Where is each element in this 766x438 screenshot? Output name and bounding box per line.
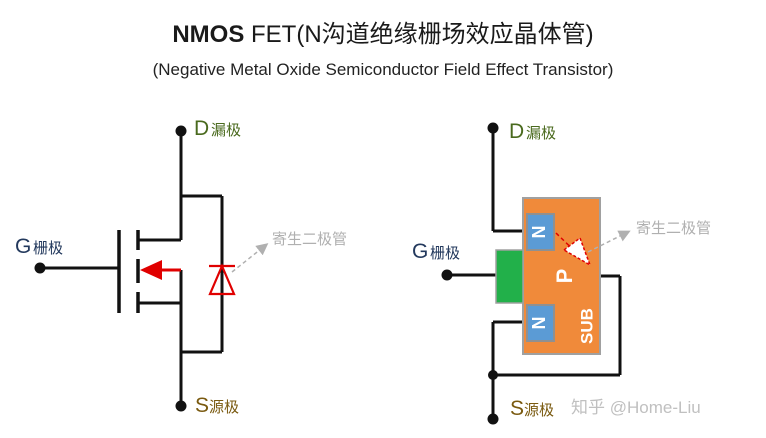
gate-oxide-region xyxy=(495,249,524,304)
diode-note-arrow xyxy=(231,243,269,273)
p-region-label: P xyxy=(552,269,577,284)
gate-terminal-dot xyxy=(34,262,46,274)
diode-note-label: 寄生二极管 xyxy=(636,219,711,237)
gate-label-cn: 栅极 xyxy=(33,240,63,257)
drain-label-letter: D xyxy=(194,117,209,140)
n-region-bottom xyxy=(526,304,555,342)
title-rest: FET(N沟道绝缘栅场效应晶体管) xyxy=(244,21,594,48)
sub-label: SUB xyxy=(577,308,596,344)
source-label-letter: S xyxy=(510,397,524,420)
gate-label-letter: G xyxy=(15,235,31,258)
nmos-structure: N N P SUB D 漏极 G 栅极 S 源极 寄生二极管 xyxy=(412,120,711,425)
n-bottom-label: N xyxy=(529,317,549,330)
diagram-subtitle: (Negative Metal Oxide Semiconductor Fiel… xyxy=(152,60,614,79)
diagram-title: NMOS FET(N沟道绝缘栅场效应晶体管) xyxy=(0,14,766,49)
diode-dash-head xyxy=(562,236,592,267)
drain-label-cn: 漏极 xyxy=(526,125,556,142)
n-region-top xyxy=(526,213,555,251)
source-label-cn: 源极 xyxy=(524,402,554,419)
nmos-symbol: D 漏极 G 栅极 S 源极 寄生二极管 xyxy=(15,117,347,417)
parasitic-diode-body xyxy=(208,263,236,296)
source-label-letter: S xyxy=(195,394,209,417)
gate-label-cn: 栅极 xyxy=(430,245,460,262)
body-arrow-head xyxy=(140,260,162,280)
diode-note-label: 寄生二极管 xyxy=(272,230,347,248)
drain-label-cn: 漏极 xyxy=(211,122,241,139)
diode-note-arrow xyxy=(587,230,631,253)
gate-label-letter: G xyxy=(412,240,428,263)
n-top-label: N xyxy=(529,226,549,239)
watermark: 知乎 @Home-Liu xyxy=(571,398,701,417)
source-label-cn: 源极 xyxy=(209,399,239,416)
title-bold: NMOS xyxy=(172,21,245,48)
drain-label-letter: D xyxy=(509,120,524,143)
